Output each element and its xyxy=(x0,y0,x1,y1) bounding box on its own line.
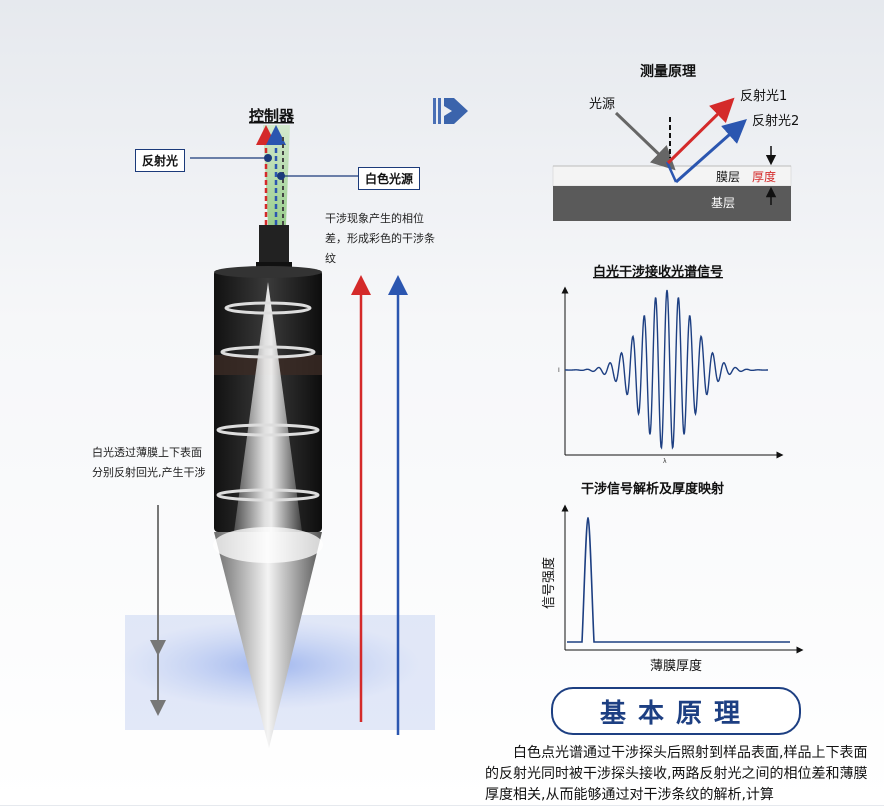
analysis-title: 干涉信号解析及厚度映射 xyxy=(581,481,724,497)
white-source-label: 白色光源 xyxy=(358,167,421,190)
light-source-label: 光源 xyxy=(589,97,615,112)
inner-cone xyxy=(234,282,302,532)
spectrum-y-tick: I xyxy=(558,367,560,374)
reflect1-ray xyxy=(666,97,735,165)
probe-tip xyxy=(214,532,322,748)
spectrum-chart: 白光干涉接收光谱信号 I λ xyxy=(558,264,784,465)
incident-refracted xyxy=(665,161,678,183)
lens-ring-3 xyxy=(216,423,320,437)
film-note: 白光透过薄膜上下表面分别反射回光,产生干涉 xyxy=(92,446,206,479)
source-dot xyxy=(277,172,285,180)
analysis-ylabel: 信号强度 xyxy=(541,557,557,609)
probe-illustration: 控制器 xyxy=(120,107,435,748)
principle-paragraph: 白色点光谱通过干涉探头后照射到样品表面,样品上下表面的反射光同时被干涉探头接收,… xyxy=(485,745,868,803)
analysis-chart: 干涉信号解析及厚度映射 信号强度 薄膜厚度 xyxy=(541,481,804,674)
substrate-layer xyxy=(553,186,791,221)
principle-heading: 基本原理 xyxy=(551,687,801,735)
substrate-label: 基层 xyxy=(711,196,735,210)
probe-connector xyxy=(259,225,289,265)
double-arrow-right-icon xyxy=(433,98,468,124)
reflect1-label: 反射光1 xyxy=(740,88,787,104)
film-layer-label: 膜层 xyxy=(716,170,740,184)
thickness-label: 厚度 xyxy=(752,169,776,184)
lens-ring-1 xyxy=(224,301,312,315)
lens-ring-2 xyxy=(220,345,316,359)
analysis-xlabel: 薄膜厚度 xyxy=(650,658,702,674)
measurement-principle: 测量原理 光源 反射光1 反射光2 膜层 厚度 基层 xyxy=(552,63,799,221)
probe-top-rim xyxy=(214,266,322,278)
analysis-peak xyxy=(567,516,790,643)
spectrum-x-tick: λ xyxy=(663,458,667,465)
reflect2-ray xyxy=(675,119,747,184)
interference-note: 干涉现象产生的相位差，形成彩色的干涉条纹 xyxy=(325,212,435,265)
incident-ray xyxy=(614,111,676,171)
controller-label: 控制器 xyxy=(249,107,295,125)
reflected-light-label: 反射光 xyxy=(135,149,186,172)
spectrum-waveform xyxy=(565,289,769,450)
lens-ring-4 xyxy=(216,488,320,502)
measurement-title: 测量原理 xyxy=(640,63,696,80)
reflect2-label: 反射光2 xyxy=(752,113,799,129)
probe-bottom-glow xyxy=(213,527,323,563)
spectrum-title: 白光干涉接收光谱信号 xyxy=(593,264,723,280)
reflected-dot xyxy=(264,154,272,162)
